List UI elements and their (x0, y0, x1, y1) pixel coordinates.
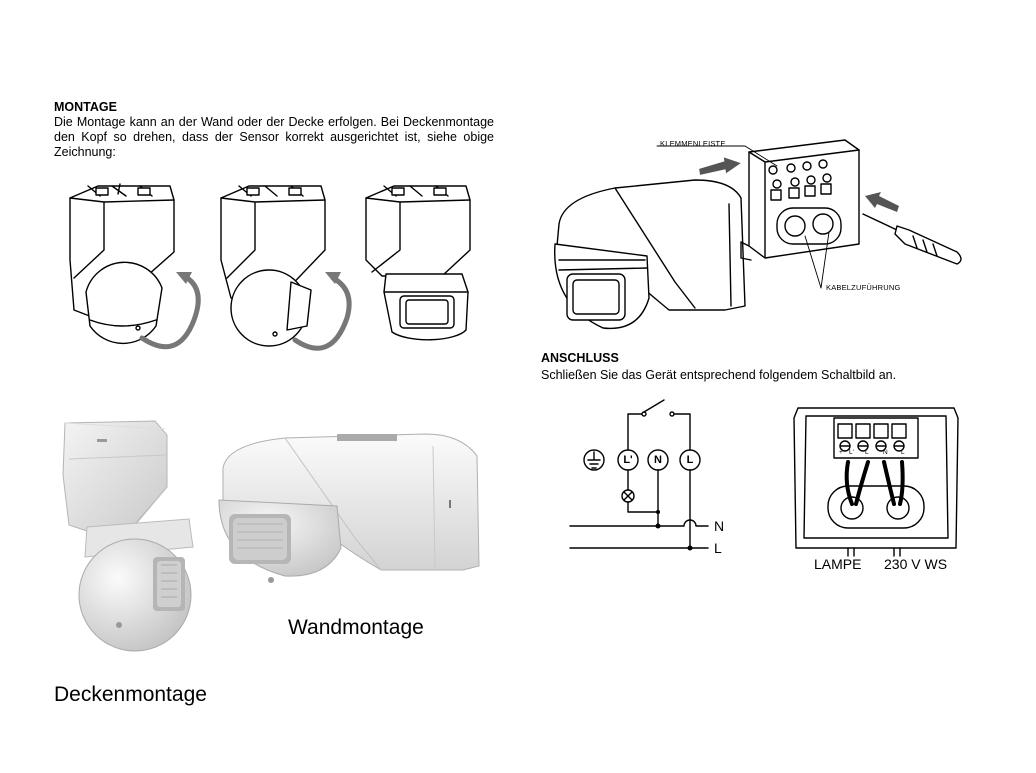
sensor-drawing-2 (220, 185, 352, 351)
terminal-label-l1: L (865, 449, 869, 456)
terminal-label-l2: L (901, 449, 905, 456)
sensor-drawing-3 (365, 185, 471, 341)
label-lampe: LAMPE (814, 556, 862, 572)
montage-text: Die Montage kann an der Wand oder der De… (54, 115, 494, 159)
wall-mount-photo (218, 433, 480, 583)
terminal-label-lprime: L' (849, 449, 854, 456)
montage-heading: MONTAGE (54, 100, 117, 114)
exploded-view-drawing (554, 139, 962, 330)
schematic-symbol-l: L (686, 454, 694, 466)
anschluss-heading: ANSCHLUSS (541, 351, 619, 365)
terminal-block-diagram (793, 407, 959, 557)
terminal-labels: + L' L N L (839, 449, 939, 456)
schematic-symbol-n: N (654, 454, 662, 466)
label-230v: 230 V WS (884, 556, 948, 572)
schematic-symbol-lprime: L' (623, 454, 633, 466)
sensor-drawing-1 (69, 183, 201, 350)
ceiling-mount-photo (62, 420, 194, 652)
terminal-label-plus: + (839, 449, 843, 456)
schematic-line-l: L (714, 540, 722, 556)
terminal-label-n: N (883, 449, 888, 456)
wiring-schematic (569, 399, 709, 551)
schematic-line-n: N (714, 518, 725, 534)
label-kabelzufuehrung: KABELZUFÜHRUNG (826, 283, 901, 292)
label-klemmenleiste: KLEMMENLEISTE (660, 139, 726, 148)
caption-wandmontage: Wandmontage (288, 616, 424, 639)
anschluss-text: Schließen Sie das Gerät entsprechend fol… (541, 368, 897, 382)
caption-deckenmontage: Deckenmontage (54, 683, 207, 706)
